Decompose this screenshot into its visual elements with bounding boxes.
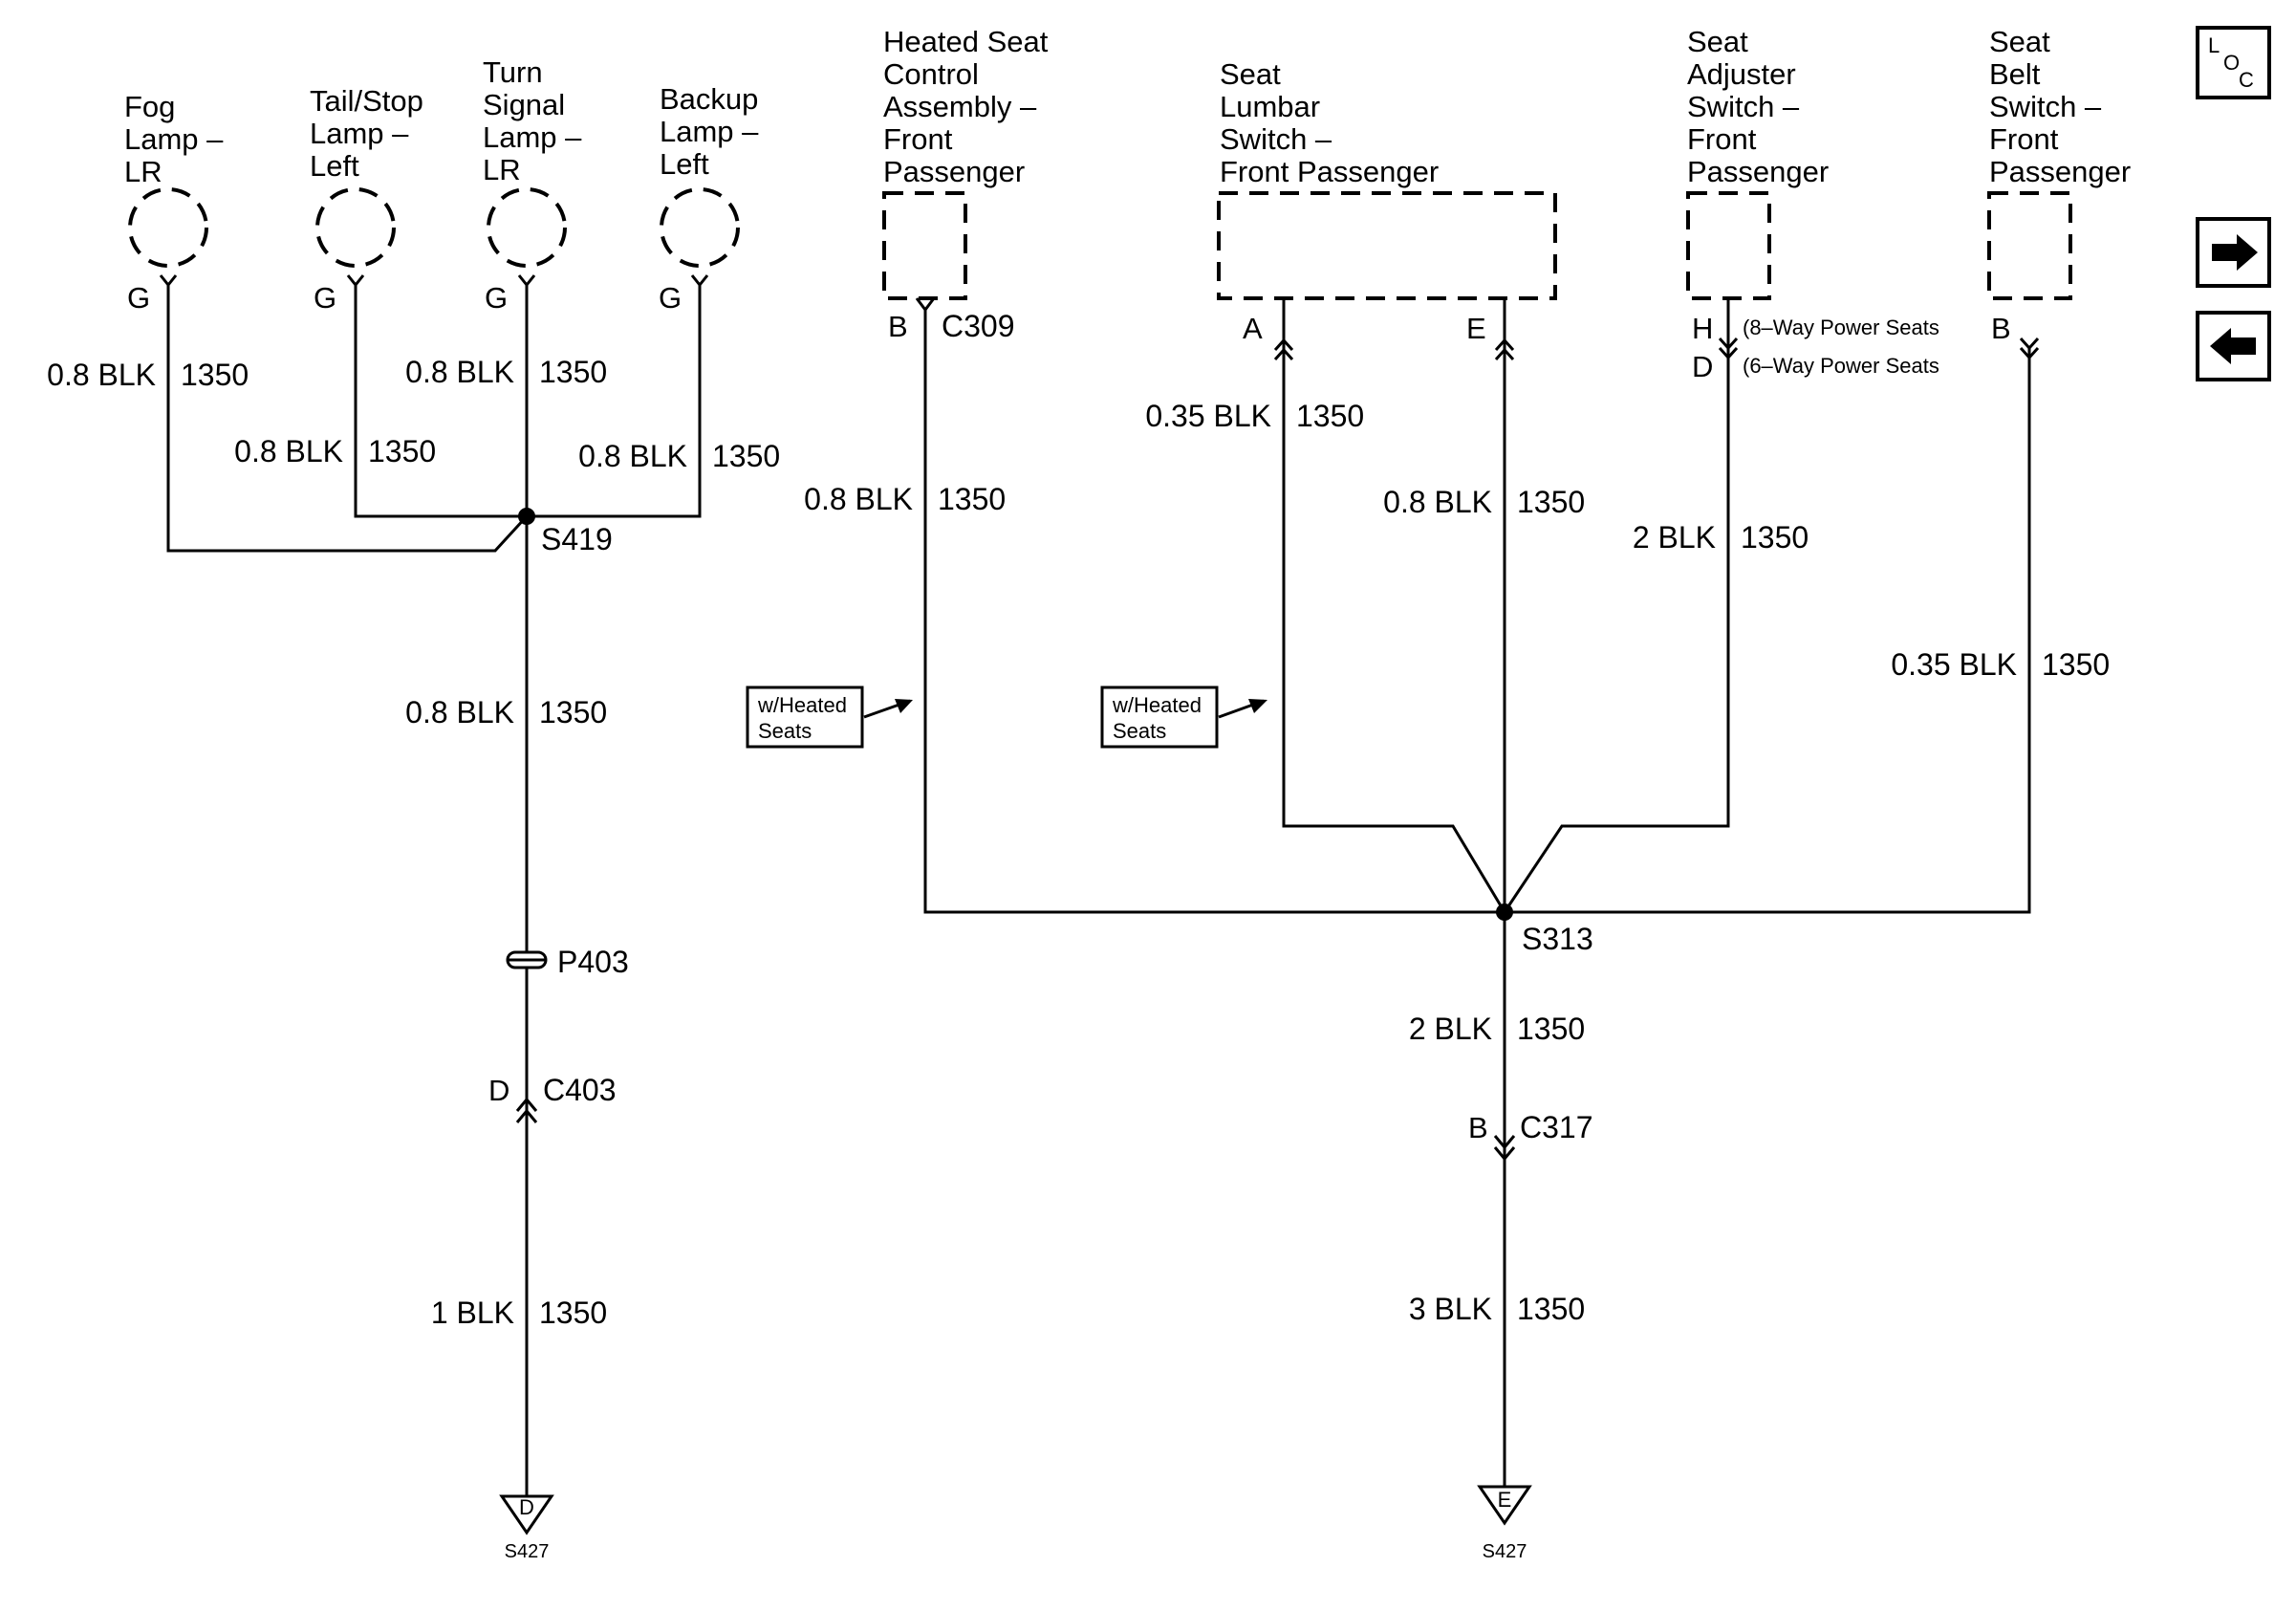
location-button[interactable]: L O C [2196,26,2271,99]
c403-terminal-icon [515,1097,538,1123]
turn-signal-lamp-label: Turn Signal Lamp – LR [483,55,590,186]
s313-down-wire-circuit: 1350 [1517,1012,1585,1046]
c309-label: C309 [942,309,1015,343]
heated-seat-control-box [882,191,967,300]
turn-wire-gauge: 0.8 BLK [405,355,514,389]
s419-down-wire-circuit: 1350 [539,695,607,729]
loc-icon-l: L [2208,33,2220,57]
splice-s313-label: S313 [1522,922,1593,956]
heated-seats-option-1: w/Heated Seats [746,686,913,749]
backup-wire-circuit: 1350 [712,439,780,473]
splice-s313 [1496,903,1513,921]
fog-wire [166,285,529,553]
loc-icon-c: C [2239,68,2254,92]
backup-wire-gauge: 0.8 BLK [578,439,687,473]
tail-stop-lamp-label: Tail/Stop Lamp – Left [310,84,432,183]
heated-seat-pin-label: B [888,310,908,343]
tail-wire [354,285,527,518]
adjuster-wire [1503,298,1730,913]
c317-down-wire-gauge: 3 BLK [1409,1292,1492,1326]
s313-down-wire-gauge: 2 BLK [1409,1012,1492,1046]
adjuster-wire-gauge: 2 BLK [1633,520,1716,555]
turn-signal-lamp-icon [487,187,567,268]
seat-adjuster-switch-box [1686,191,1771,300]
c317-down-wire-circuit: 1350 [1517,1292,1585,1326]
six-way-seat-option: (6–Way Power Seats [1743,354,1939,378]
svg-text:w/Heated Seats: w/Heated Seats [1112,693,1207,743]
p403-label: P403 [557,945,629,979]
fog-pin-label: G [127,281,150,315]
splice-s419-label: S419 [541,522,613,556]
adjuster-pin-h-label: H [1692,312,1713,345]
belt-pin-label: B [1991,312,2011,345]
backup-lamp-label: Backup Lamp – Left [660,82,767,181]
heated-seat-wire-circuit: 1350 [938,482,1006,516]
seat-lumbar-switch-label: Seat Lumbar Switch – Front Passenger [1220,57,1439,188]
lumbar-a-wire [1282,298,1506,913]
c317-pin-label: B [1468,1111,1488,1144]
backup-pin-label: G [659,281,682,315]
lumbar-pin-e-label: E [1466,312,1486,345]
seat-belt-switch-label: Seat Belt Switch – Front Passenger [1989,25,2131,188]
heated-seats-option-2: w/Heated Seats [1100,686,1267,749]
ground-e-label: S427 [1483,1541,1527,1562]
seat-belt-switch-box [1987,191,2072,300]
ground-d-letter: D [519,1495,534,1519]
loc-icon-o: O [2223,51,2240,75]
tail-stop-lamp-icon [315,187,396,268]
heated-seat-wire [923,310,2031,914]
adjuster-wire-circuit: 1350 [1741,520,1809,555]
fog-wire-gauge: 0.8 BLK [47,358,156,392]
c403-down-wire-circuit: 1350 [539,1295,607,1330]
c403-pin-label: D [488,1074,509,1107]
belt-wire-gauge: 0.35 BLK [1891,647,2017,682]
lumbar-a-wire-circuit: 1350 [1296,399,1364,433]
fog-lamp-icon [128,187,208,268]
backup-lamp-icon [660,187,740,268]
turn-wire-circuit: 1350 [539,355,607,389]
c317-label: C317 [1520,1110,1593,1144]
lumbar-a-wire-gauge: 0.35 BLK [1145,399,1271,433]
c403-label: C403 [543,1073,617,1107]
arrow-right-icon [2212,234,2258,271]
c403-down-wire-gauge: 1 BLK [431,1295,514,1330]
ground-d-icon [499,1494,554,1535]
previous-page-button[interactable] [2196,311,2271,381]
ground-e-letter: E [1498,1488,1512,1512]
next-page-button[interactable] [2196,217,2271,288]
seat-adjuster-switch-label: Seat Adjuster Switch – Front Passenger [1687,25,1829,188]
eight-way-seat-option: (8–Way Power Seats [1743,316,1939,339]
belt-wire-circuit: 1350 [2042,647,2110,682]
svg-text:w/Heated Seats: w/Heated Seats [757,693,853,743]
splice-s419 [518,508,535,525]
fog-wire-circuit: 1350 [181,358,249,392]
s419-down-wire-gauge: 0.8 BLK [405,695,514,729]
tail-wire-gauge: 0.8 BLK [234,434,343,468]
turn-pin-label: G [485,281,508,315]
fog-lamp-label: Fog Lamp – LR [124,90,231,188]
backup-wire [527,285,702,518]
c317-terminal-icon [1493,1135,1516,1162]
heated-seat-control-label: Heated Seat Control Assembly – Front Pas… [883,25,1056,188]
tail-wire-circuit: 1350 [368,434,436,468]
lumbar-pin-a-label: A [1243,312,1263,345]
adjuster-pin-d-label: D [1692,350,1713,383]
seat-lumbar-switch-box [1217,191,1557,300]
ground-e-icon [1477,1485,1532,1526]
lumbar-e-wire-gauge: 0.8 BLK [1383,485,1492,519]
arrow-left-icon [2210,328,2256,364]
ground-d-label: S427 [505,1541,550,1562]
tail-pin-label: G [314,281,336,315]
lumbar-e-wire-circuit: 1350 [1517,485,1585,519]
heated-seat-wire-gauge: 0.8 BLK [804,482,913,516]
